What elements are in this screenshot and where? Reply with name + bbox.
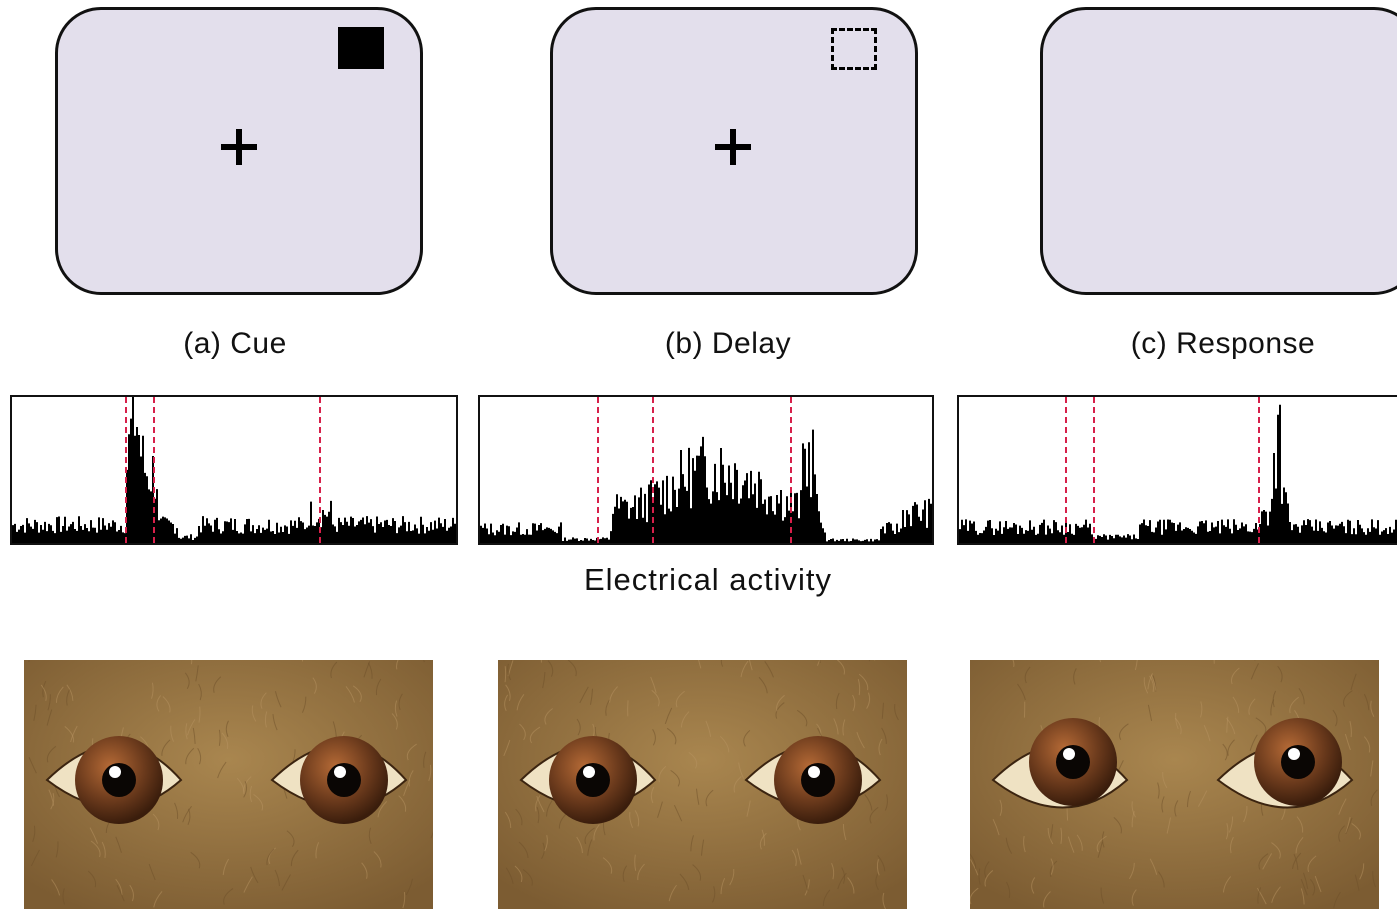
fixation-cross	[715, 129, 751, 165]
phase-label-cue: (a) Cue	[183, 327, 287, 360]
histogram-svg	[959, 397, 1397, 543]
eyes-illustration-cue	[24, 660, 433, 909]
eyes-svg	[498, 660, 907, 909]
caption: Electrical activity	[583, 562, 833, 597]
response-screen	[1040, 7, 1397, 295]
eyes-svg	[24, 660, 433, 909]
histogram-svg	[12, 397, 456, 543]
cue-screen	[55, 7, 423, 295]
eyes-svg	[970, 660, 1379, 909]
eyes-illustration-response	[970, 660, 1379, 909]
phase-label-delay: (b) Delay	[664, 327, 792, 360]
activity-histogram-cue	[10, 395, 458, 545]
fixation-cross	[221, 129, 257, 165]
remembered-target-outline	[831, 28, 877, 70]
phase-label-response: (c) Response	[1130, 327, 1316, 360]
activity-histogram-delay	[478, 395, 934, 545]
cue-target-square	[338, 27, 384, 69]
eyes-illustration-delay	[498, 660, 907, 909]
activity-histogram-response	[957, 395, 1397, 545]
delay-screen	[550, 7, 918, 295]
histogram-svg	[480, 397, 932, 543]
